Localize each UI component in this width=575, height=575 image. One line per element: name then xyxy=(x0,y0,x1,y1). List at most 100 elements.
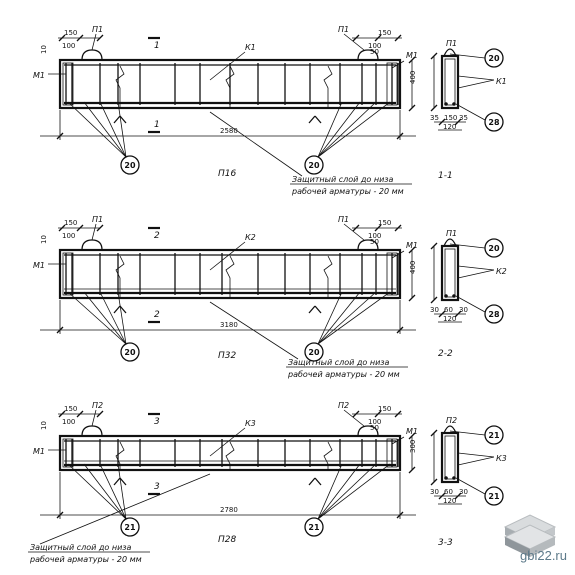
dim-right-2: 100 xyxy=(368,418,381,426)
bubble-number: 20 xyxy=(124,348,136,357)
dimension-tick xyxy=(352,34,360,42)
bubble-circle xyxy=(120,342,140,362)
leader xyxy=(83,101,127,158)
arrow-stroke xyxy=(308,115,316,124)
lifting-loop-right xyxy=(357,425,379,437)
leader xyxy=(91,223,97,241)
lifting-loop-left xyxy=(81,49,103,61)
rebar-mark-top-right: П1 xyxy=(338,215,349,224)
frame-mark: К3 xyxy=(245,419,256,428)
section-stirrup xyxy=(444,58,456,106)
arrow-stroke xyxy=(119,477,127,486)
bubble-number: 20 xyxy=(308,161,320,170)
section-frame: К1 xyxy=(496,77,507,86)
dimension-tick xyxy=(438,492,446,500)
section-arrow-icon xyxy=(113,305,127,314)
dimension-tick xyxy=(56,511,64,519)
rebar-dot xyxy=(452,476,456,480)
cut-number-bottom: 3 xyxy=(154,482,160,492)
dimension-tick xyxy=(438,310,446,318)
section-dim-b: 150 xyxy=(444,114,457,122)
rebar-dot xyxy=(452,294,456,298)
dimension-tick xyxy=(408,246,416,254)
section-dim-total-label: 120 xyxy=(443,315,456,323)
position-bubble: 20 xyxy=(484,48,504,68)
dimension-tick xyxy=(396,326,404,334)
position-bubble: 20 xyxy=(120,342,140,362)
leader xyxy=(67,291,127,345)
note-rebar: рабочей арматуры - 20 мм xyxy=(287,370,400,379)
dimension-tick xyxy=(454,310,462,318)
dimension-tick xyxy=(396,132,404,140)
leader xyxy=(449,243,486,249)
note-rebar: рабочей арматуры - 20 мм xyxy=(29,555,142,564)
break-line xyxy=(225,255,235,298)
cut-number-top: 2 xyxy=(154,231,160,241)
leader xyxy=(317,101,391,158)
leader xyxy=(91,409,97,427)
dimension-tick xyxy=(374,410,382,418)
dimension-tick xyxy=(96,410,104,418)
arrow-stroke xyxy=(119,305,127,314)
dimension-tick xyxy=(396,511,404,519)
break-line xyxy=(225,441,235,470)
dimension-tick xyxy=(96,34,104,42)
arrow-stroke xyxy=(308,305,316,314)
dimension-tick xyxy=(76,410,84,418)
note-cover: Защитный слой до низа xyxy=(30,543,132,552)
cut-number-bottom: 1 xyxy=(154,120,160,130)
section-outline xyxy=(440,431,460,484)
rebar-mark-top-left: П1 xyxy=(92,25,103,34)
end-loop-left xyxy=(62,252,74,296)
bubble-number: 28 xyxy=(488,118,500,127)
leader xyxy=(91,33,97,51)
dimension-tick xyxy=(76,34,84,42)
frame-mark: К1 xyxy=(245,43,256,52)
end-loop-left xyxy=(62,62,74,106)
section-lifting-loop xyxy=(443,48,457,57)
dimension-tick xyxy=(430,296,438,304)
dim-right-1: 150 xyxy=(378,219,391,227)
dimension-tick xyxy=(454,492,462,500)
leader xyxy=(457,456,495,466)
leader xyxy=(117,291,127,345)
leader xyxy=(391,250,405,259)
arrow-stroke xyxy=(119,115,127,124)
section-arrow-icon xyxy=(308,477,322,486)
dimension-tick xyxy=(96,224,104,232)
dimension-tick xyxy=(408,432,416,440)
leader xyxy=(391,60,405,69)
leader xyxy=(343,223,365,241)
dim-length: 2580 xyxy=(220,127,238,135)
dim-left-1: 150 xyxy=(64,29,77,37)
bubble-circle xyxy=(120,155,140,175)
section-frame: К3 xyxy=(496,454,507,463)
break-line xyxy=(115,255,125,298)
position-bubble: 28 xyxy=(484,112,504,132)
end-loop-right xyxy=(386,438,398,468)
dimension-tick xyxy=(430,478,438,486)
lifting-loop-right xyxy=(357,49,379,61)
section-outline xyxy=(440,54,460,110)
dimension-tick xyxy=(58,410,66,418)
position-bubble: 20 xyxy=(484,238,504,258)
bubble-number: 20 xyxy=(488,54,500,63)
dim-right-2: 100 xyxy=(368,232,381,240)
dimension-tick xyxy=(430,242,438,250)
end-mark-left: М1 xyxy=(33,447,45,456)
rebar-mark-top-right: П1 xyxy=(338,25,349,34)
dimension-tick xyxy=(408,466,416,474)
bubble-circle xyxy=(304,342,324,362)
break-line xyxy=(323,441,333,470)
section-rebar-top: П1 xyxy=(446,229,457,238)
bubble-number: 21 xyxy=(488,492,500,501)
leader xyxy=(317,101,377,158)
dim-ten: 10 xyxy=(40,421,48,430)
break-line xyxy=(225,65,235,108)
leader xyxy=(99,463,127,520)
leader xyxy=(99,101,127,158)
frame-mark: К2 xyxy=(245,233,256,242)
arrow-stroke xyxy=(314,115,322,124)
dimension-tick xyxy=(352,410,360,418)
